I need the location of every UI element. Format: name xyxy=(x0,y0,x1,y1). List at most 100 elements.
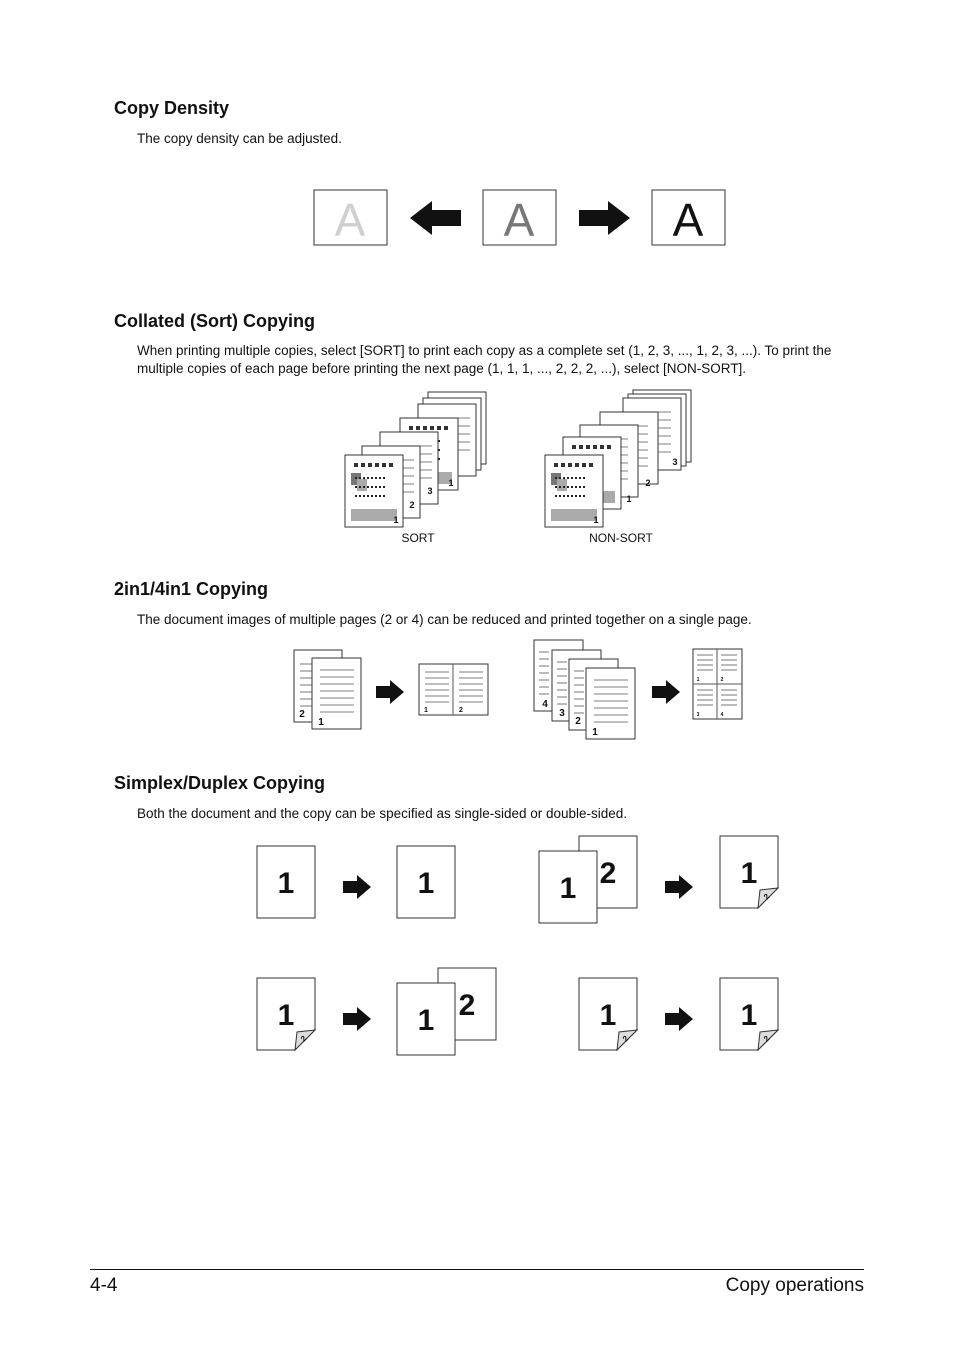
source-page: 1 xyxy=(312,658,361,729)
dot xyxy=(581,477,583,479)
page-number: 3 xyxy=(427,486,432,496)
back-page-number: 2 xyxy=(762,892,772,902)
dot xyxy=(354,463,358,467)
dot xyxy=(458,414,460,416)
page-number: 1 xyxy=(418,1004,435,1037)
dot xyxy=(422,458,424,460)
page-number: 1 xyxy=(318,717,324,728)
dot xyxy=(579,445,583,449)
dot xyxy=(442,432,444,434)
density-dark-sample: A xyxy=(652,190,725,246)
dot xyxy=(355,495,357,497)
page xyxy=(397,846,455,918)
density-normal-sample: A xyxy=(483,190,556,246)
dot xyxy=(559,495,561,497)
nonsort-label: NON-SORT xyxy=(571,531,671,545)
page-number: 3 xyxy=(697,712,700,718)
dot xyxy=(409,426,413,430)
page xyxy=(552,650,601,721)
page xyxy=(579,836,637,908)
dot xyxy=(414,458,416,460)
dot xyxy=(600,445,604,449)
dot xyxy=(410,440,412,442)
back-page-number: 2 xyxy=(621,1034,631,1044)
page xyxy=(345,455,403,527)
page-number: 1 xyxy=(476,452,481,462)
dot xyxy=(451,400,455,404)
dot xyxy=(416,426,420,430)
dot xyxy=(593,477,595,479)
page xyxy=(720,978,778,1050)
simplex-copy: 1 xyxy=(397,846,455,918)
dot xyxy=(422,440,424,442)
page-number: 4 xyxy=(542,699,548,710)
dot xyxy=(571,477,573,479)
dot xyxy=(561,463,565,467)
dot xyxy=(454,432,456,434)
dot xyxy=(555,495,557,497)
copy-density-heading: Copy Density xyxy=(114,98,229,119)
page-curl xyxy=(758,1030,778,1050)
page xyxy=(539,851,597,923)
dot xyxy=(426,449,428,451)
page xyxy=(720,836,778,908)
page-number: 1 xyxy=(626,494,631,504)
dot xyxy=(589,459,591,461)
dot xyxy=(438,414,440,416)
arrow-right-icon xyxy=(665,875,693,899)
dot xyxy=(589,468,591,470)
dot xyxy=(573,477,575,479)
dot xyxy=(579,477,581,479)
image-block xyxy=(351,473,361,485)
page xyxy=(418,404,476,476)
page-number: 4 xyxy=(721,712,724,718)
dot xyxy=(559,477,561,479)
dot xyxy=(555,486,557,488)
dot xyxy=(367,486,369,488)
dot xyxy=(414,449,416,451)
simplex-source-page2: 2 xyxy=(579,836,637,908)
page-number: 1 xyxy=(448,478,453,488)
duplex-source: 12 xyxy=(579,978,637,1050)
dot xyxy=(581,468,583,470)
dot xyxy=(589,463,593,467)
dot xyxy=(577,459,579,461)
page-number: 2 xyxy=(600,857,617,890)
dot xyxy=(383,486,385,488)
dot xyxy=(444,426,448,430)
source-page: 1 xyxy=(586,668,635,739)
dot xyxy=(382,463,386,467)
dot xyxy=(442,414,444,416)
image-block xyxy=(557,479,567,491)
page-number: 1 xyxy=(418,867,435,900)
dot xyxy=(359,486,361,488)
page-number: 1 xyxy=(278,999,295,1032)
page-number: 1 xyxy=(278,867,295,900)
dot xyxy=(458,432,460,434)
page-number: 2 xyxy=(409,500,414,510)
sort-page: 1 xyxy=(400,418,458,490)
page xyxy=(628,394,686,466)
simplex-copy-page2: 2 xyxy=(438,968,496,1040)
dot xyxy=(426,458,428,460)
dot xyxy=(422,449,424,451)
page xyxy=(397,983,455,1055)
dot xyxy=(368,463,372,467)
arrow-right-icon xyxy=(376,680,404,704)
dot xyxy=(444,400,448,404)
dot xyxy=(563,495,565,497)
dot xyxy=(371,495,373,497)
dot xyxy=(462,432,464,434)
arrow-right-icon xyxy=(343,875,371,899)
dot xyxy=(573,459,575,461)
dot xyxy=(577,468,579,470)
dot xyxy=(418,449,420,451)
dot xyxy=(563,477,565,479)
source-page: 2 xyxy=(294,650,342,722)
back-page-number: 2 xyxy=(762,1034,772,1044)
dot xyxy=(583,495,585,497)
dot xyxy=(579,486,581,488)
footer-chapter-title: Copy operations xyxy=(726,1275,864,1297)
